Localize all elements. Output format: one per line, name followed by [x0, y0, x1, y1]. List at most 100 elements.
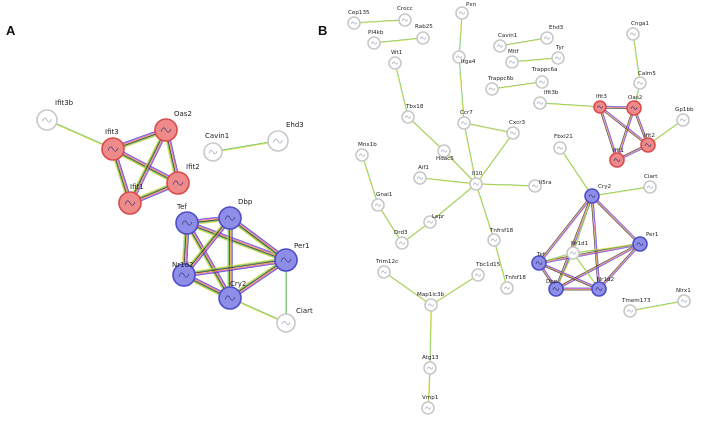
network-edge [377, 204, 403, 244]
network-node-ifit3[interactable]: Ifit3 [593, 94, 607, 114]
network-node-nr1d2[interactable]: Nr1d2 [172, 261, 196, 287]
network-edge [539, 102, 601, 108]
network-node-cep135[interactable]: Cep135 [347, 10, 370, 30]
network-node-nr1d2[interactable]: Nr1d2 [591, 277, 614, 297]
network-node-tef[interactable]: Tef [175, 203, 199, 235]
network-node-trim12c[interactable]: Trim12c [375, 259, 398, 279]
network-node-tnfrsf18[interactable]: Tnfrsf18 [487, 228, 514, 247]
protein-structure-icon [416, 176, 424, 180]
node-label: Tef [176, 203, 187, 211]
network-node-nlrx1[interactable]: Nlrx1 [676, 288, 691, 308]
network-edge [353, 19, 406, 24]
protein-structure-icon [543, 36, 551, 40]
network-node-cavin1[interactable]: Cavin1 [203, 132, 229, 162]
network-node-trappc6b[interactable]: Trappc6b [485, 76, 514, 96]
protein-structure-icon [535, 261, 543, 265]
network-node-oas2[interactable]: Oas2 [154, 110, 192, 142]
network-node-tmem173[interactable]: Tmem173 [621, 298, 651, 318]
protein-structure-icon [460, 121, 468, 125]
network-node-ccr7[interactable]: Ccr7 [457, 110, 473, 130]
node-label: Ifit2 [186, 163, 200, 171]
network-node-tbx18[interactable]: Tbx18 [401, 104, 424, 124]
network-node-crocc[interactable]: Crocc [397, 6, 413, 27]
network-node-per1[interactable]: Per1 [632, 232, 659, 252]
network-edge [184, 221, 233, 300]
node-label: Fbxl21 [554, 134, 573, 140]
protein-structure-icon [679, 118, 687, 122]
network-node-mitf[interactable]: Mitf [505, 49, 520, 69]
network-node-fbxl21[interactable]: Fbxl21 [553, 134, 573, 155]
network-node-lepr[interactable]: Lepr [423, 214, 445, 229]
protein-structure-icon [509, 131, 517, 135]
network-node-gnai1[interactable]: Gnai1 [371, 192, 393, 212]
node-label: Crocc [397, 6, 413, 12]
node-label: Trappc6a [531, 67, 558, 73]
network-node-ciart[interactable]: Ciart [643, 174, 658, 194]
network-node-tef[interactable]: Tef [531, 252, 547, 271]
network-node-tnfsf18[interactable]: Tnfsf18 [500, 275, 526, 295]
network-node-cry2[interactable]: Cry2 [584, 184, 611, 204]
network-node-ifit3[interactable]: Ifit3 [101, 128, 125, 161]
node-label: Tef [536, 252, 546, 258]
protein-structure-icon [488, 87, 496, 91]
network-node-nr1d1[interactable]: Nr1d1 [566, 241, 589, 260]
network-node-tbc1d15[interactable]: Tbc1d15 [471, 262, 501, 282]
network-node-wt1[interactable]: Wt1 [388, 50, 403, 70]
network-node-atg13[interactable]: Atg13 [422, 355, 439, 375]
network-node-map1lc3b[interactable]: Map1lc3b [417, 292, 445, 312]
node-label: Per1 [646, 232, 659, 238]
protein-structure-icon [181, 220, 193, 226]
protein-structure-icon [646, 185, 654, 189]
network-node-ciart[interactable]: Ciart [276, 307, 313, 333]
network-node-cxcr3[interactable]: Cxcr3 [506, 120, 525, 140]
network-node-tyr[interactable]: Tyr [551, 45, 565, 65]
network-node-hdac5[interactable]: Hdac5 [436, 144, 454, 162]
network-node-pxn[interactable]: Pxn [455, 2, 477, 20]
node-label: Ifit2 [644, 133, 655, 139]
network-node-rab25[interactable]: Rab25 [415, 24, 433, 45]
network-node-il5ra[interactable]: Il5ra [528, 179, 552, 193]
node-label: Hdac5 [436, 156, 454, 162]
network-node-pi4kb[interactable]: PI4kb [367, 30, 384, 50]
network-node-il10[interactable]: Il10 [469, 171, 483, 191]
network-node-cavin1[interactable]: Cavin1 [493, 33, 518, 53]
protein-structure-icon [424, 406, 432, 410]
network-node-mnx1b[interactable]: Mnx1b [355, 142, 377, 162]
network-node-gp1bb[interactable]: Gp1bb [675, 107, 694, 127]
node-label: Aif1 [418, 165, 429, 171]
network-node-cry2[interactable]: Cry2 [218, 280, 246, 310]
node-label: Cry2 [230, 280, 246, 288]
network-node-vmp1[interactable]: Vmp1 [421, 395, 439, 415]
network-node-ifit1[interactable]: Ifit1 [609, 148, 625, 168]
network-node-ifit3b[interactable]: Ifit3b [533, 90, 559, 110]
node-label: Il10 [472, 171, 483, 177]
network-node-ifit3b[interactable]: Ifit3b [36, 99, 74, 131]
network-edge [383, 271, 432, 306]
network-node-trappc6a[interactable]: Trappc6a [531, 67, 558, 89]
node-label: Ifit1 [613, 148, 624, 154]
network-node-ifit2[interactable]: Ifit2 [166, 163, 200, 195]
network-node-calm5[interactable]: Calm5 [633, 71, 656, 90]
node-label: Ciart [296, 307, 313, 315]
network-node-ehd3[interactable]: Ehd3 [540, 25, 564, 45]
network-node-ehd3[interactable]: Ehd3 [267, 121, 304, 152]
protein-structure-icon [536, 101, 544, 105]
network-node-dbp[interactable]: Dbp [546, 279, 564, 297]
network-node-drd3[interactable]: Drd3 [394, 230, 409, 250]
node-label: Tnfsf18 [504, 275, 526, 281]
network-node-aif1[interactable]: Aif1 [413, 165, 429, 185]
network-edge [430, 274, 479, 306]
network-node-dbp[interactable]: Dbp [218, 198, 253, 230]
network-node-per1[interactable]: Per1 [274, 242, 310, 272]
network-node-itga4[interactable]: Itga4 [452, 50, 476, 65]
node-label: Nr1d2 [597, 277, 614, 283]
network-node-ifit2[interactable]: Ifit2 [640, 133, 656, 153]
network-node-cnga1[interactable]: Cnga1 [626, 21, 649, 41]
node-label: Ehd3 [286, 121, 304, 129]
network-node-ifit1[interactable]: Ifit1 [118, 183, 144, 215]
protein-structure-icon [538, 80, 546, 84]
protein-structure-icon [630, 106, 638, 110]
network-node-oas2[interactable]: Oas2 [626, 95, 642, 116]
node-label: Calm5 [638, 71, 656, 77]
